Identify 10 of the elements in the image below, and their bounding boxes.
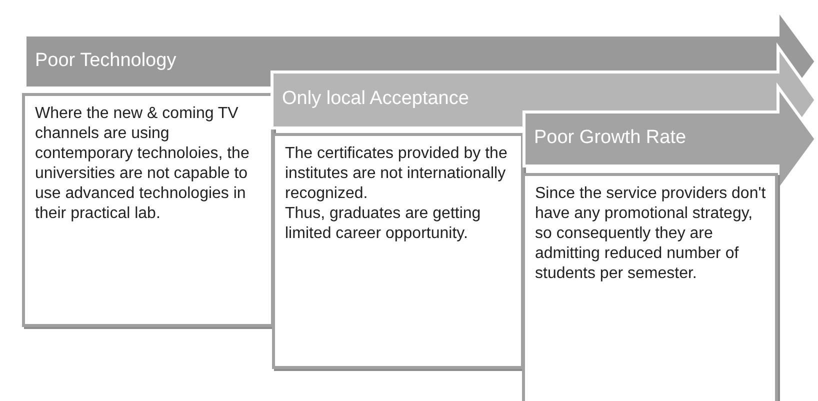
description-text: Thus, graduates are getting limited career opportunity. bbox=[285, 204, 482, 244]
description-text: Where the new & coming TV channels are using contemporary technoloies, the universities are not capable to use advanced technologies in their practical lab. bbox=[35, 104, 250, 224]
text-box bbox=[522, 173, 778, 401]
text-box bbox=[22, 93, 274, 327]
description-text: Since the service providers don't have any promotional strategy, so consequently they are admitting reduced number of students per semester. bbox=[535, 184, 767, 284]
band-heading: Only local Acceptance bbox=[282, 88, 469, 110]
band-heading: Poor Growth Rate bbox=[534, 127, 686, 149]
description-text: The certificates provided by the institutes are not internationally recognized. bbox=[285, 144, 508, 204]
text-box bbox=[272, 133, 524, 369]
band-heading: Poor Technology bbox=[35, 50, 176, 72]
